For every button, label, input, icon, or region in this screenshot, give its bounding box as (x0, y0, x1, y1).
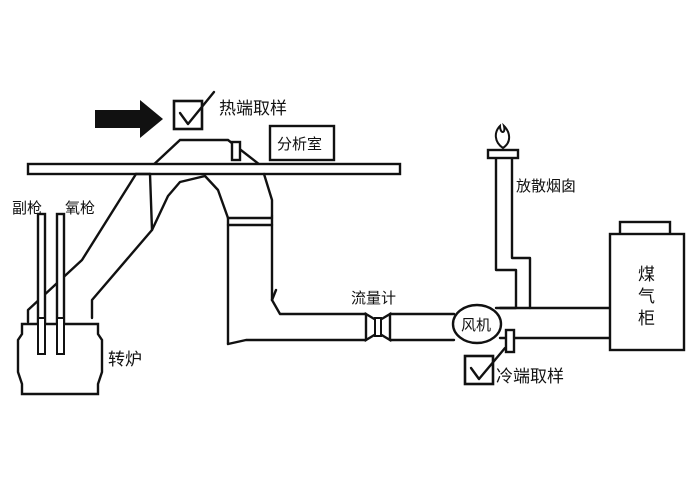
fan-label: 风机 (461, 316, 491, 334)
analysis-room (268, 124, 336, 162)
cold-sampling-label: 冷端取样 (496, 367, 564, 387)
gas-holder-label-3: 柜 (638, 309, 655, 329)
fan-housing (451, 303, 503, 345)
hot-sampling-label: 热端取样 (219, 99, 287, 119)
gas-holder (608, 220, 686, 352)
operating-platform (26, 162, 402, 176)
flame-icon (494, 122, 511, 150)
gas-holder-label-2: 气 (638, 287, 655, 307)
flow-arrow-icon (95, 100, 163, 138)
oxygen-lance-label: 氧枪 (65, 199, 95, 217)
sampling-probe-icon (463, 346, 507, 386)
gas-holder-label-1: 煤 (638, 265, 655, 285)
flare-stack-label: 放散烟囱 (516, 177, 576, 195)
analysis-room-label: 分析室 (277, 135, 322, 153)
cold-sampling-port (504, 328, 516, 354)
converter-label: 转炉 (108, 350, 142, 370)
gas-duct (26, 154, 612, 346)
flow-meter (364, 311, 392, 343)
sampling-probe-icon (172, 90, 216, 131)
flow-meter-label: 流量计 (351, 289, 396, 307)
converter (16, 317, 104, 396)
flare-stack-top (486, 148, 520, 160)
auxiliary-lance-label: 副枪 (12, 199, 42, 217)
